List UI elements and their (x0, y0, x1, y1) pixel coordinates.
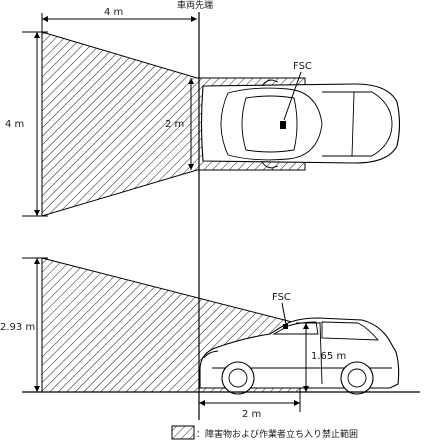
legend: ：障害物および作業者立ち入り禁止範囲 (171, 425, 358, 440)
legend-text: ：障害物および作業者立ち入り禁止範囲 (196, 428, 358, 440)
top-width-label: 4 m (104, 7, 123, 18)
legend-hatch-swatch (171, 425, 195, 440)
side-height-label: 2.93 m (0, 322, 35, 333)
vehicle-front-label: 車両先端 (177, 0, 213, 11)
top-vehicle (200, 79, 401, 169)
top-fsc-label: FSC (293, 61, 312, 72)
side-vehicle (199, 317, 400, 395)
side-view: FSC 2.93 m 1.65 m 2 m (0, 257, 420, 420)
side-fsc-leader (281, 302, 287, 325)
top-height-label: 4 m (5, 119, 24, 130)
top-fsc-leader (283, 71, 302, 121)
side-sensor-height-label: 1.65 m (311, 351, 346, 362)
top-view: 4 m 車両先端 FSC 4 m 2 m (5, 0, 401, 420)
rear-wheel-icon (340, 361, 374, 395)
side-fsc-label: FSC (272, 292, 291, 303)
side-width-label: 2 m (242, 409, 261, 420)
top-inner-height-label: 2 m (165, 119, 184, 130)
fsc-sensor-icon (280, 121, 286, 129)
side-fsc-sensor-icon (283, 324, 288, 329)
front-wheel-icon (221, 361, 255, 395)
